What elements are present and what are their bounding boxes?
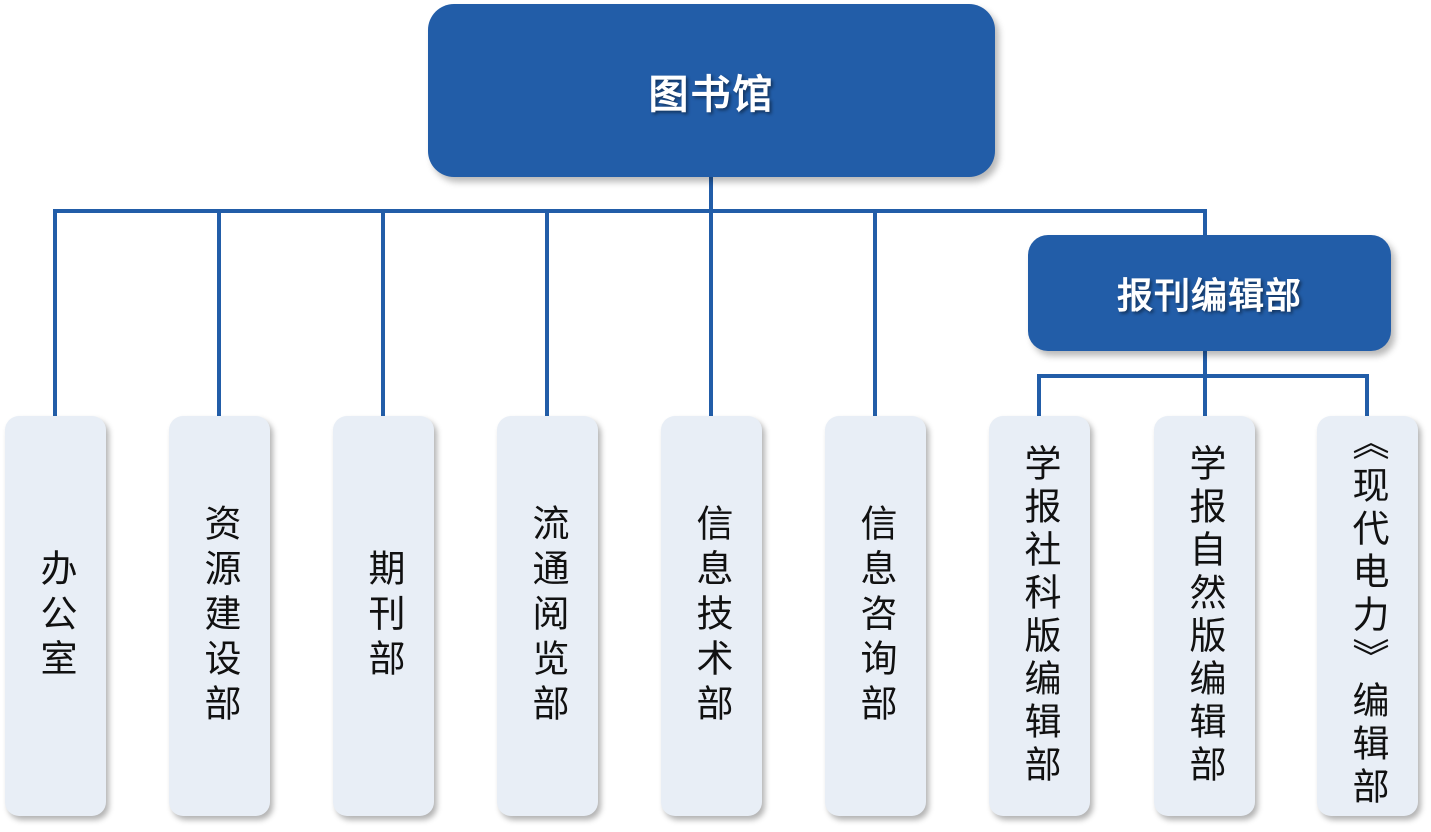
editorial-unit-label: 《现代电力》编辑部 — [1346, 422, 1389, 810]
editorial-unit-node: 《现代电力》编辑部 — [1317, 416, 1418, 816]
department-label: 信息技术部 — [690, 503, 733, 729]
department-label: 资源建设部 — [198, 503, 241, 729]
department-node: 期刊部 — [333, 416, 434, 816]
department-node: 信息咨询部 — [825, 416, 926, 816]
sub-node-editorial: 报刊编辑部 — [1028, 235, 1391, 351]
editorial-unit-node: 学报自然版编辑部 — [1154, 416, 1255, 816]
editorial-unit-label: 学报自然版编辑部 — [1183, 444, 1226, 788]
sub-node-label: 报刊编辑部 — [1116, 276, 1302, 317]
department-label: 办公室 — [34, 548, 77, 684]
department-node: 信息技术部 — [661, 416, 762, 816]
department-label: 流通阅览部 — [526, 503, 569, 729]
department-node: 办公室 — [5, 416, 106, 816]
department-label: 期刊部 — [362, 548, 405, 684]
root-node: 图书馆 — [428, 4, 995, 177]
editorial-unit-node: 学报社科版编辑部 — [989, 416, 1090, 816]
department-node: 流通阅览部 — [497, 416, 598, 816]
department-node: 资源建设部 — [169, 416, 270, 816]
root-node-label: 图书馆 — [648, 71, 775, 118]
editorial-unit-label: 学报社科版编辑部 — [1018, 444, 1061, 788]
department-label: 信息咨询部 — [854, 503, 897, 729]
